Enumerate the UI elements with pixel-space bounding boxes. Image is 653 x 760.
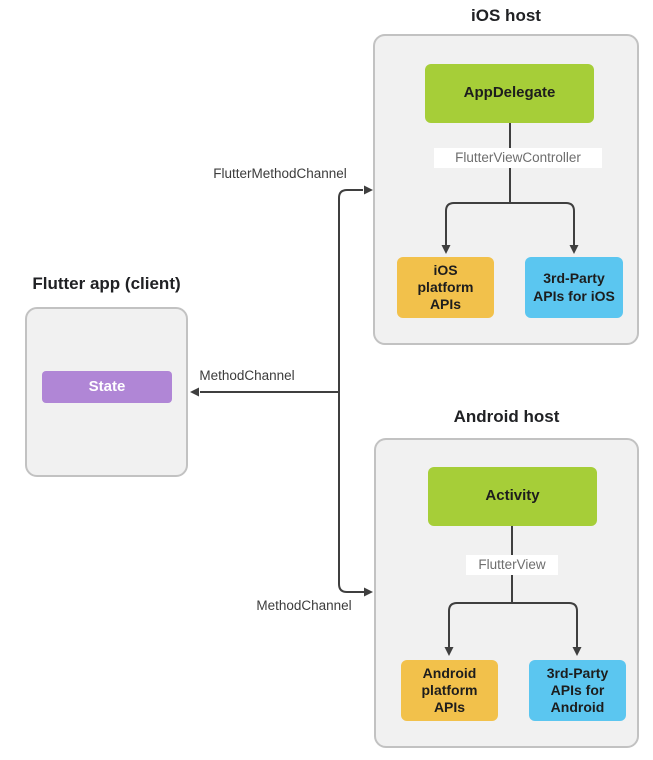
arrow-right-icon — [364, 587, 373, 597]
arrow-down-icon — [572, 647, 582, 656]
arrow-down-icon — [569, 245, 579, 254]
android-tree-connector — [444, 526, 582, 656]
ios-tree-connector — [441, 123, 579, 254]
android-host-title: Android host — [453, 407, 560, 426]
arrow-down-icon — [441, 245, 451, 254]
method-channel-connector — [190, 185, 373, 597]
method-channel-label-bottom: MethodChannel — [252, 596, 356, 616]
activity-node: Activity — [428, 467, 597, 526]
android-third-party-apis-node: 3rd-Party APIs for Android — [529, 660, 626, 721]
android-platform-apis-node: Android platform APIs — [401, 660, 498, 721]
arrow-left-icon — [190, 387, 199, 397]
appdelegate-node: AppDelegate — [425, 64, 594, 123]
state-node: State — [42, 371, 172, 403]
arrow-right-icon — [364, 185, 373, 195]
ios-third-party-apis-node: 3rd-Party APIs for iOS — [525, 257, 623, 318]
arrow-down-icon — [444, 647, 454, 656]
method-channel-label-top: MethodChannel — [197, 366, 297, 386]
flutter-method-channel-label: FlutterMethodChannel — [205, 164, 355, 184]
ios-platform-apis-node: iOS platform APIs — [397, 257, 494, 318]
flutter-app-title: Flutter app (client) — [32, 274, 181, 293]
flutterview-label: FlutterView — [466, 555, 558, 575]
flutterviewcontroller-label: FlutterViewController — [434, 148, 602, 168]
ios-host-title: iOS host — [471, 6, 541, 25]
